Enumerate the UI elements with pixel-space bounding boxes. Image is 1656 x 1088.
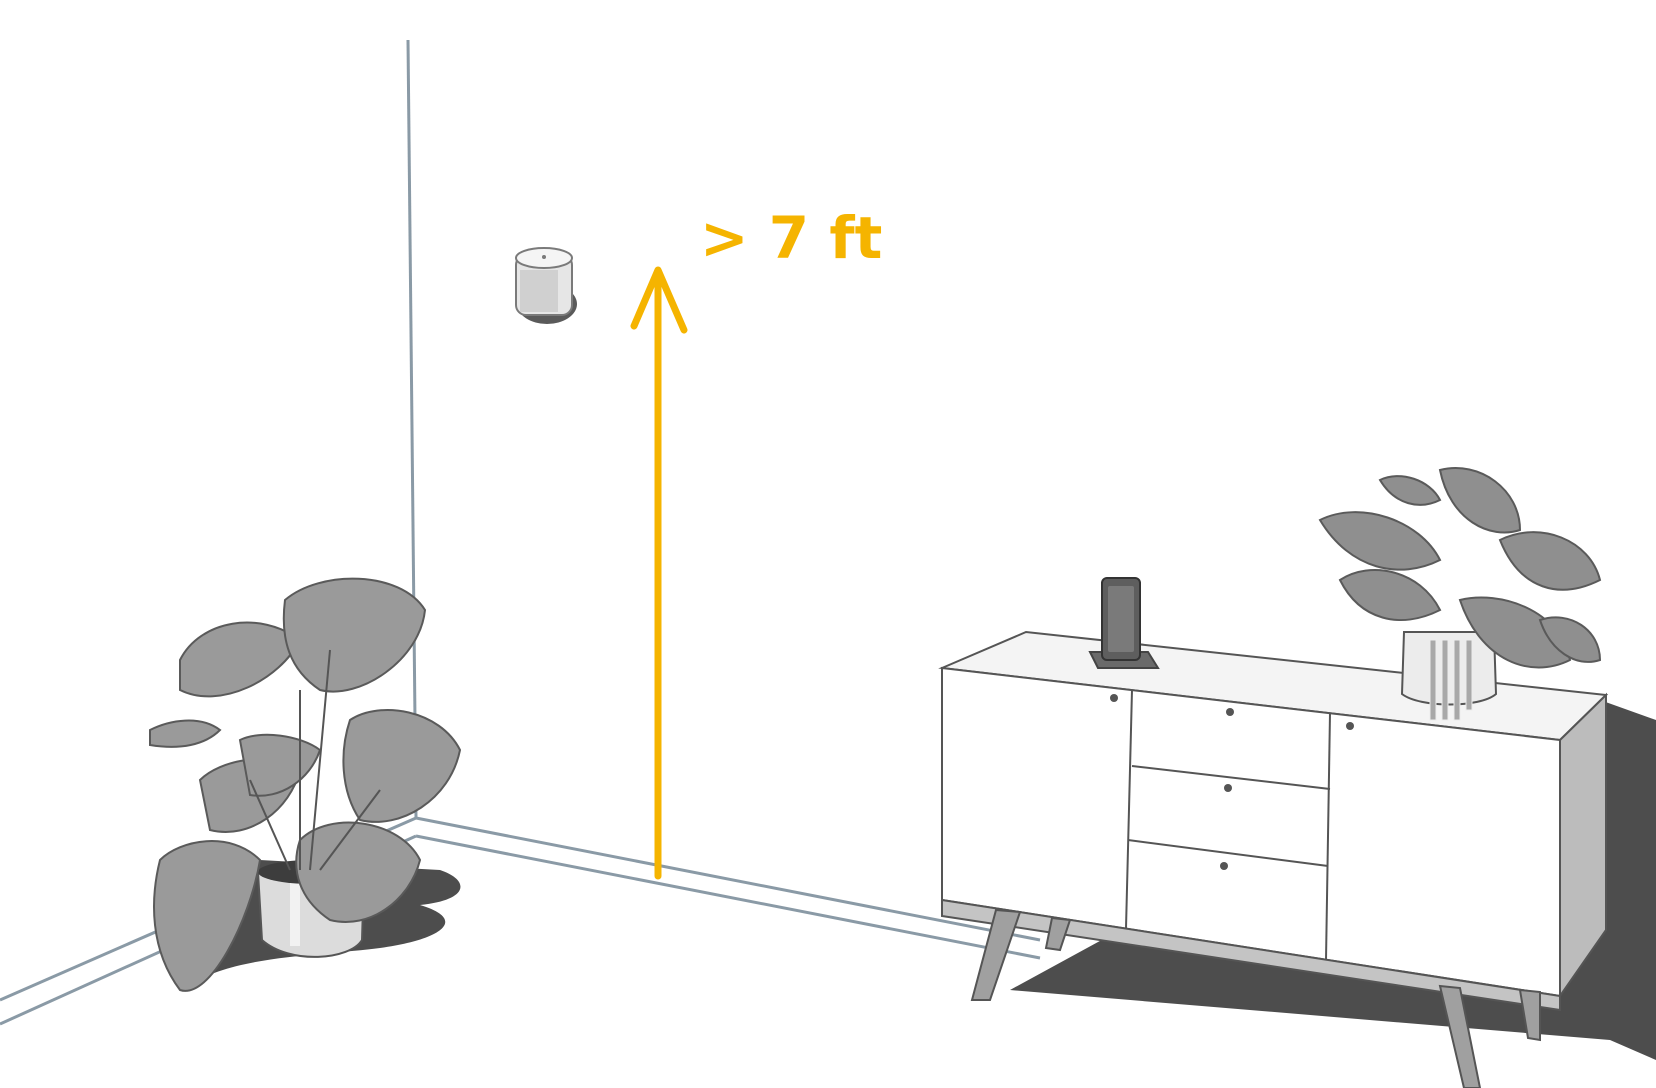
phone-on-dock-icon (1088, 577, 1160, 669)
monstera-plant-icon (149, 577, 462, 992)
height-label: > 7 ft (700, 204, 882, 272)
motion-sensor-icon (515, 247, 577, 324)
height-arrow (630, 266, 688, 880)
sideboard-cabinet-icon (938, 630, 1609, 1088)
calathea-plant-icon (1318, 467, 1602, 721)
